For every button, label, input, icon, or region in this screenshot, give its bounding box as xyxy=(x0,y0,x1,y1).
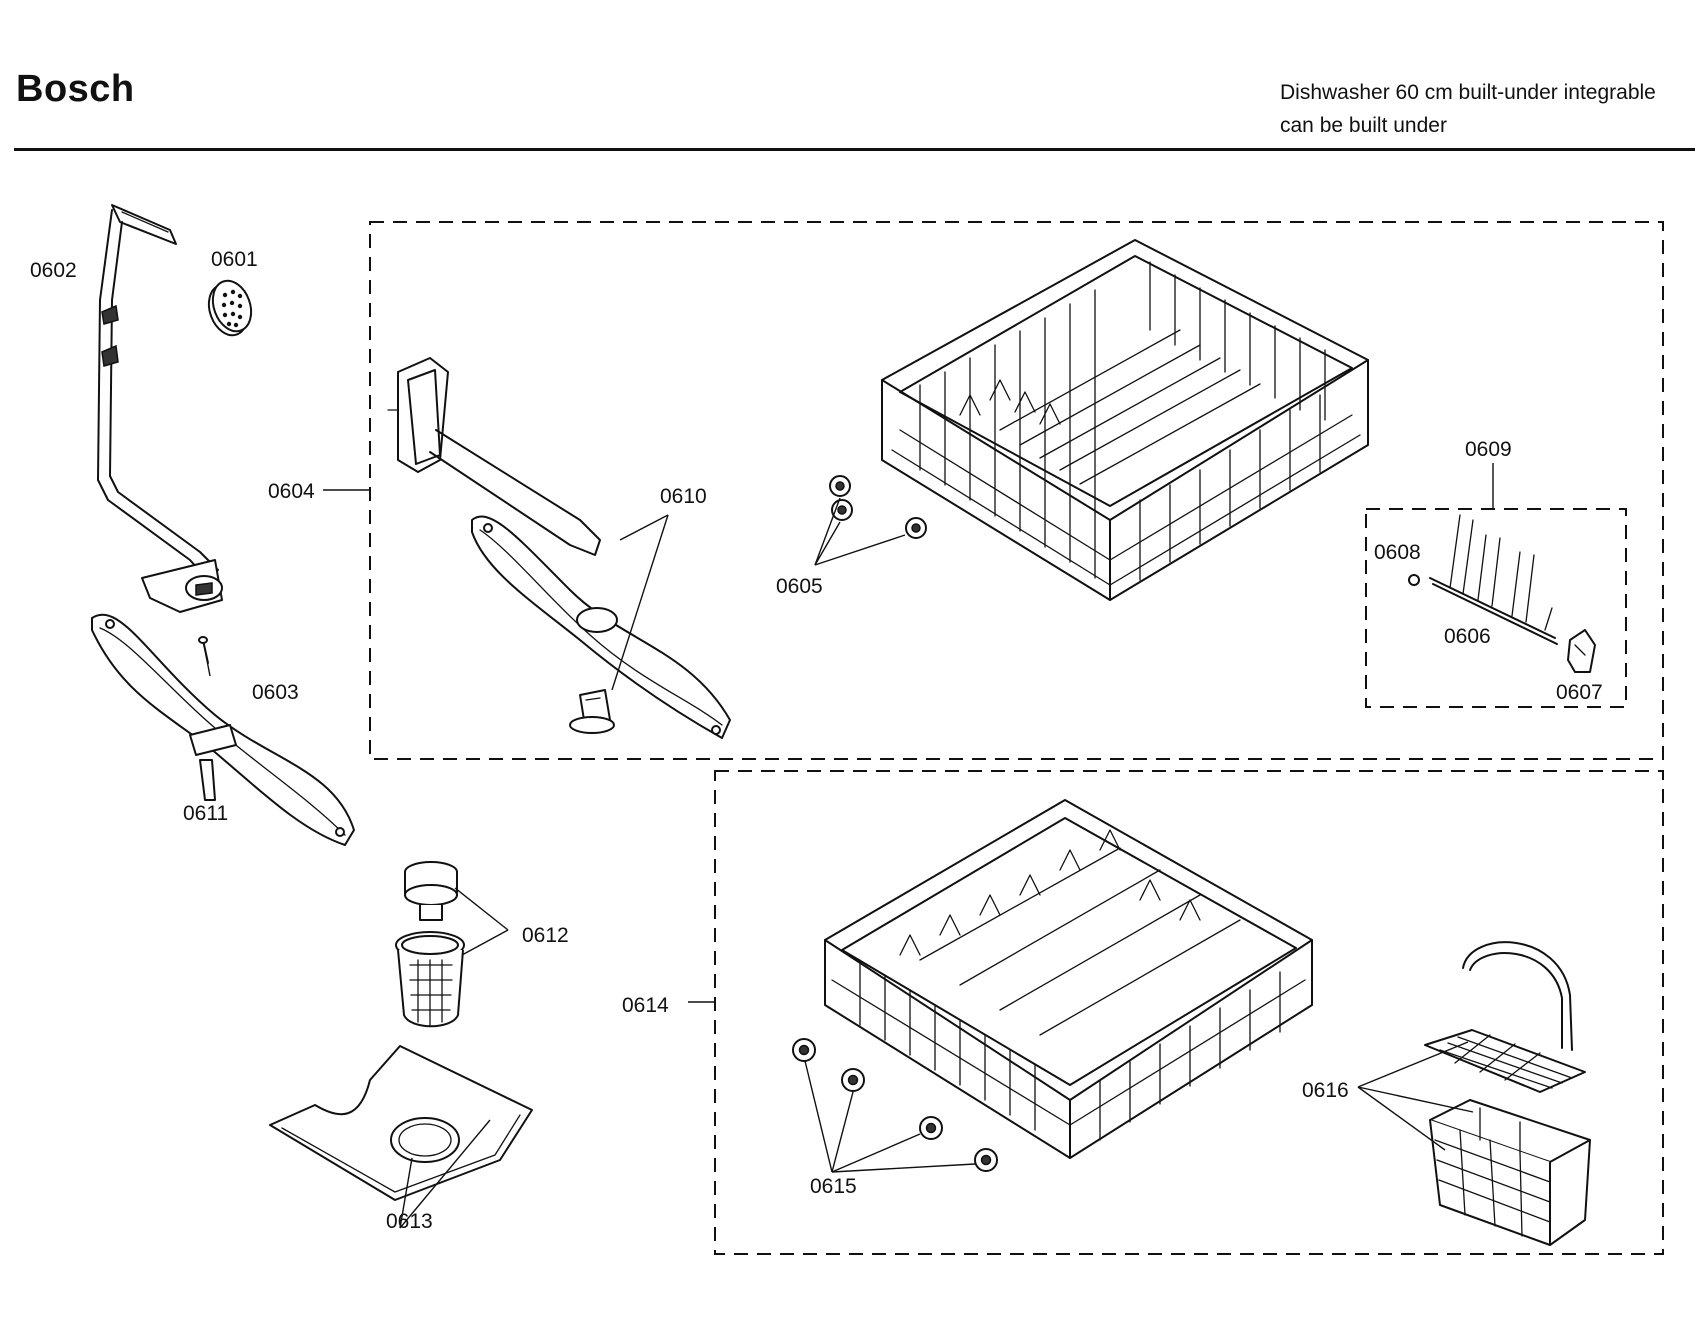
label-0604: 0604 xyxy=(268,480,315,503)
upper-rack-wheels-part xyxy=(829,475,927,539)
label-0612: 0612 xyxy=(522,924,569,947)
label-0613: 0613 xyxy=(386,1210,433,1233)
label-0609: 0609 xyxy=(1465,438,1512,461)
label-0601: 0601 xyxy=(211,248,258,271)
subtitle-line-1: Dishwasher 60 cm built-under integrable xyxy=(1280,81,1656,104)
label-0608: 0608 xyxy=(1374,541,1421,564)
leader-lines xyxy=(204,463,1494,1229)
lower-rack-group-box xyxy=(714,770,1664,1255)
label-0614: 0614 xyxy=(622,994,669,1017)
lower-rack-basket xyxy=(824,799,1313,1159)
micro-filter-plate-part xyxy=(269,1045,533,1201)
label-0610: 0610 xyxy=(660,485,707,508)
filter-disc-part xyxy=(207,279,253,337)
header-rule xyxy=(14,148,1695,151)
label-0611: 0611 xyxy=(183,802,228,825)
label-0603: 0603 xyxy=(252,681,299,704)
upper-rack-basket xyxy=(881,239,1369,601)
lower-spray-arm-part xyxy=(91,613,355,846)
rack-insert-group-box xyxy=(1365,508,1627,708)
supply-pipe-part xyxy=(97,204,223,613)
brand-title: Bosch xyxy=(16,68,135,110)
cutlery-basket-part xyxy=(1424,941,1591,1246)
label-0615: 0615 xyxy=(810,1175,857,1198)
label-0605: 0605 xyxy=(776,575,823,598)
upper-rack-group-box xyxy=(369,221,1664,760)
document-subtitle: Dishwasher 60 cm built-under integrable … xyxy=(1280,76,1656,142)
subtitle-line-2: can be built under xyxy=(1280,114,1447,137)
label-0607: 0607 xyxy=(1556,681,1603,704)
label-0616: 0616 xyxy=(1302,1079,1349,1102)
filter-assembly-part xyxy=(395,861,465,1028)
label-0606: 0606 xyxy=(1444,625,1491,648)
lower-rack-wheels-part xyxy=(792,1038,998,1172)
rack-insert-part xyxy=(1408,514,1596,673)
upper-spray-pipe-part xyxy=(387,357,601,556)
label-0602: 0602 xyxy=(30,259,77,282)
upper-spray-arm-part xyxy=(471,515,731,739)
